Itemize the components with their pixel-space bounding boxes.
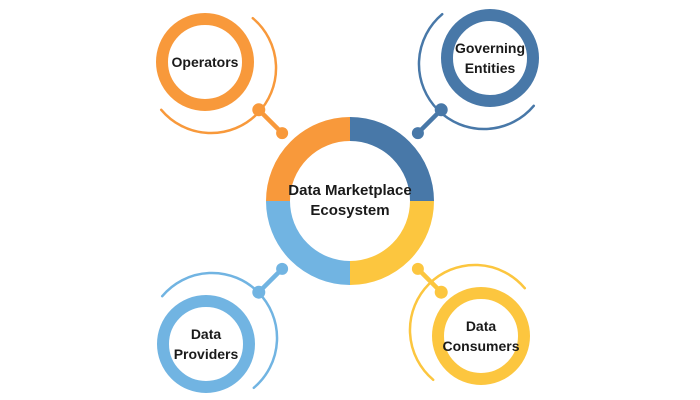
connector-dot-outer-operators: [252, 103, 266, 117]
connector-dot-inner-data-consumers: [411, 262, 424, 275]
connector-dot-outer-data-providers: [252, 285, 266, 299]
connector-dot-inner-governing-entities: [411, 127, 424, 140]
center-label: Data Marketplace Ecosystem: [288, 181, 411, 221]
connector-dot-outer-governing-entities: [434, 103, 448, 117]
node-ring-data-consumers: [432, 287, 530, 385]
node-label-operators: Operators: [172, 52, 239, 72]
connector-dot-inner-operators: [276, 127, 289, 140]
connector-dot-outer-data-consumers: [434, 285, 448, 299]
node-label-governing-entities: Governing Entities: [455, 38, 525, 78]
center-ring-segment-data-consumers: [349, 200, 434, 285]
node-label-line: Data: [190, 326, 222, 342]
node-label-line: Providers: [173, 346, 239, 362]
center-ring-segment-operators: [266, 117, 351, 202]
connector-dot-inner-data-providers: [276, 262, 289, 275]
node-label-line: Entities: [464, 60, 516, 76]
center-ring-segment-data-providers: [266, 200, 351, 285]
node-ring-operators: [156, 13, 254, 111]
node-label-line: Operators: [171, 54, 239, 70]
center-label-line: Data Marketplace: [288, 182, 412, 199]
accent-arc-data-consumers: [408, 263, 527, 382]
node-ring-data-providers: [157, 295, 255, 393]
node-label-line: Governing: [454, 40, 526, 56]
node-label-line: Consumers: [442, 338, 520, 354]
center-label-line: Ecosystem: [310, 202, 390, 219]
node-ring-governing-entities: [441, 9, 539, 107]
node-label-data-consumers: Data Consumers: [442, 316, 519, 356]
node-label-line: Data: [465, 318, 497, 334]
center-ring-segment-governing-entities: [349, 117, 434, 202]
node-label-data-providers: Data Providers: [174, 324, 239, 364]
